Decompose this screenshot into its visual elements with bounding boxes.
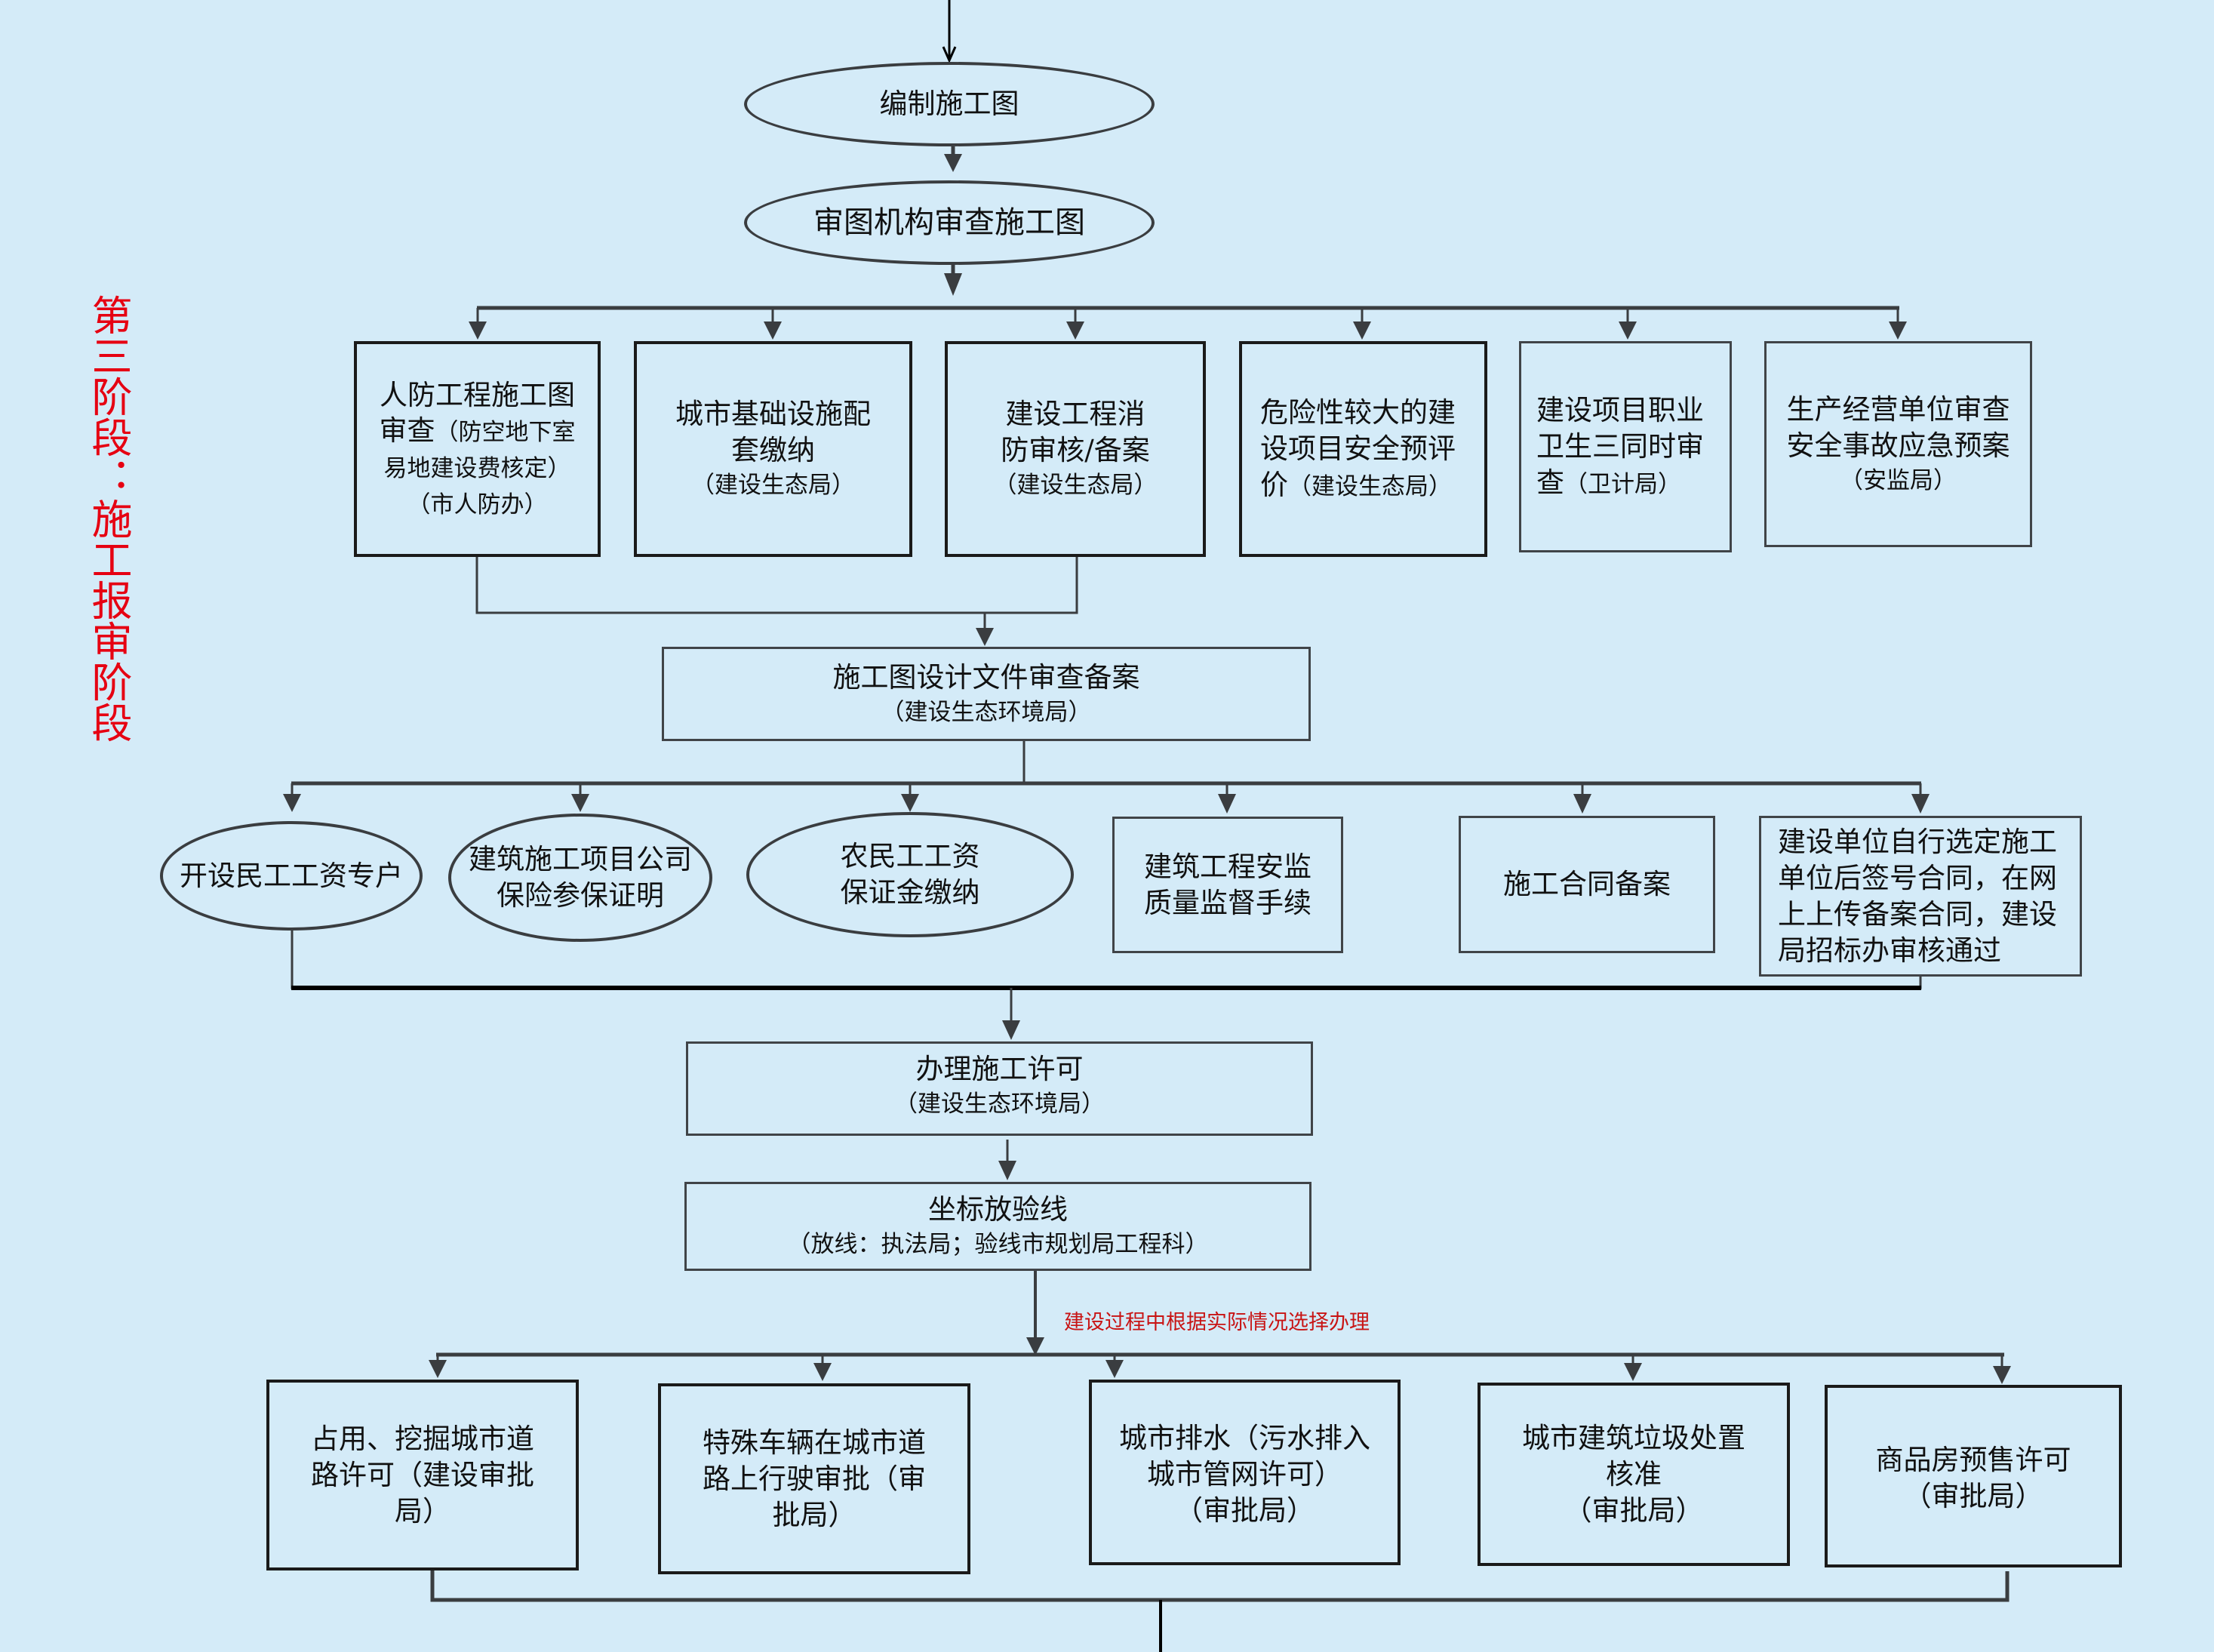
node-title: 建设工程消防审核/备案 — [1001, 398, 1150, 466]
node-infrastructure-fee[interactable]: 城市基础设施配套缴纳 （建设生态局） — [634, 341, 912, 557]
node-special-vehicle-permit[interactable]: 特殊车辆在城市道路上行驶审批（审批局） — [658, 1383, 970, 1574]
node-detail: （建设生态局） — [691, 472, 855, 499]
node-insurance-certificate[interactable]: 建筑施工项目公司保险参保证明 — [448, 814, 712, 942]
node-detail: （审批局） — [1564, 1494, 1704, 1527]
node-detail: （审批局） — [1175, 1494, 1315, 1527]
node-title: 施工合同备案 — [1503, 868, 1671, 900]
node-title: 施工图设计文件审查备案 — [832, 660, 1140, 694]
node-title: 农民工工资保证金缴纳 — [840, 840, 980, 909]
node-title: 办理施工许可 — [915, 1053, 1084, 1085]
row1-collect-line — [475, 556, 1078, 614]
node-detail: （建设生态环境局） — [881, 698, 1092, 726]
node-review-drawings[interactable]: 审图机构审查施工图 — [744, 180, 1155, 265]
node-detail: （安监局） — [1840, 466, 1957, 494]
node-contract-approval[interactable]: 建设单位自行选定施工单位后签号合同，在网上上传备案合同，建设局招标办审核通过 — [1759, 816, 2082, 977]
node-title: 建设项目职业卫生三同时审查（卫计局） — [1536, 392, 1714, 501]
arrowhead — [1026, 1337, 1044, 1355]
node-title: 危险性较大的建设项目安全预评价（建设生态局） — [1260, 395, 1466, 503]
node-title: 城市排水（污水排入城市管网许可） — [1119, 1422, 1370, 1490]
node-safety-pre-evaluation[interactable]: 危险性较大的建设项目安全预评价（建设生态局） — [1239, 341, 1487, 557]
node-emergency-plan[interactable]: 生产经营单位审查安全事故应急预案 （安监局） — [1764, 341, 2032, 547]
node-title-text: 危险性较大的建设项目安全预评价 — [1260, 396, 1456, 501]
node-wage-deposit[interactable]: 农民工工资保证金缴纳 — [746, 812, 1074, 937]
node-construction-waste-approval[interactable]: 城市建筑垃圾处置核准 （审批局） — [1478, 1383, 1790, 1566]
node-safety-quality-supervision[interactable]: 建筑工程安监质量监督手续 — [1112, 817, 1343, 953]
arrowhead-incoming — [942, 46, 957, 63]
node-civil-defense-review[interactable]: 人防工程施工图审查（防空地下室易地建设费核定）（市人防办） — [354, 341, 601, 557]
arrowhead — [944, 273, 962, 296]
stage-label: 第三阶段：施工报审阶段 — [85, 294, 132, 743]
node-prepare-drawings[interactable]: 编制施工图 — [744, 62, 1155, 146]
node-title: 建筑施工项目公司保险参保证明 — [469, 843, 692, 912]
node-presale-permit[interactable]: 商品房预售许可 （审批局） — [1825, 1385, 2122, 1567]
node-drawings-filing[interactable]: 施工图设计文件审查备案 （建设生态环境局） — [662, 647, 1311, 741]
node-title: 城市建筑垃圾处置核准 — [1522, 1421, 1745, 1490]
node-road-occupation-permit[interactable]: 占用、挖掘城市道路许可（建设审批局） — [266, 1380, 579, 1570]
arrowhead — [944, 154, 962, 172]
node-title-text: 人防工程施工图审查 — [379, 378, 576, 447]
node-detail: （防空地下室易地建设费核定）（市人防办） — [383, 418, 576, 518]
row2-drops — [283, 783, 1930, 814]
node-detail: （放线：执法局；验线市规划局工程科） — [787, 1231, 1209, 1258]
node-title: 特殊车辆在城市道路上行驶审批（审批局） — [703, 1426, 926, 1531]
node-coordinate-survey[interactable]: 坐标放验线 （放线：执法局；验线市规划局工程科） — [684, 1182, 1311, 1271]
row1-drops — [469, 308, 1907, 340]
row3-collect-line — [430, 1570, 2010, 1602]
node-title: 城市基础设施配套缴纳 — [675, 398, 871, 466]
node-title: 占用、挖掘城市道路许可（建设审批局） — [311, 1422, 534, 1527]
node-occupational-health[interactable]: 建设项目职业卫生三同时审查（卫计局） — [1519, 341, 1732, 552]
arrowhead — [998, 1161, 1016, 1180]
node-detail: （建设生态局） — [1288, 473, 1452, 500]
arrowhead — [1002, 1020, 1020, 1040]
node-title: 建设单位自行选定施工单位后签号合同，在网上上传备案合同，建设局招标办审核通过 — [1778, 825, 2057, 967]
arrowhead — [976, 628, 994, 646]
node-title: 人防工程施工图审查（防空地下室易地建设费核定）（市人防办） — [374, 377, 581, 521]
node-title: 开设民工工资专户 — [180, 859, 403, 892]
node-contract-filing[interactable]: 施工合同备案 — [1459, 816, 1715, 953]
node-drainage-permit[interactable]: 城市排水（污水排入城市管网许可） （审批局） — [1089, 1380, 1401, 1565]
node-detail: （建设生态环境局） — [894, 1091, 1105, 1118]
node-detail: （卫计局） — [1564, 471, 1681, 498]
node-construction-permit[interactable]: 办理施工许可 （建设生态环境局） — [686, 1041, 1313, 1136]
row3-drops — [429, 1355, 2011, 1384]
node-title: 审图机构审查施工图 — [813, 205, 1085, 240]
node-title: 坐标放验线 — [928, 1193, 1068, 1226]
node-wage-account[interactable]: 开设民工工资专户 — [160, 821, 423, 931]
optional-note: 建设过程中根据实际情况选择办理 — [1064, 1311, 1370, 1334]
node-title: 建筑工程安监质量监督手续 — [1144, 850, 1311, 919]
node-title: 编制施工图 — [879, 88, 1019, 120]
node-title: 商品房预售许可 — [1875, 1444, 2071, 1476]
node-detail: （审批局） — [1903, 1480, 2043, 1512]
node-detail: （建设生态局） — [993, 472, 1158, 499]
node-title: 生产经营单位审查安全事故应急预案 — [1786, 392, 2010, 462]
node-fire-review[interactable]: 建设工程消防审核/备案 （建设生态局） — [945, 341, 1206, 557]
node-title-text: 建设项目职业卫生三同时审查 — [1536, 394, 1704, 499]
